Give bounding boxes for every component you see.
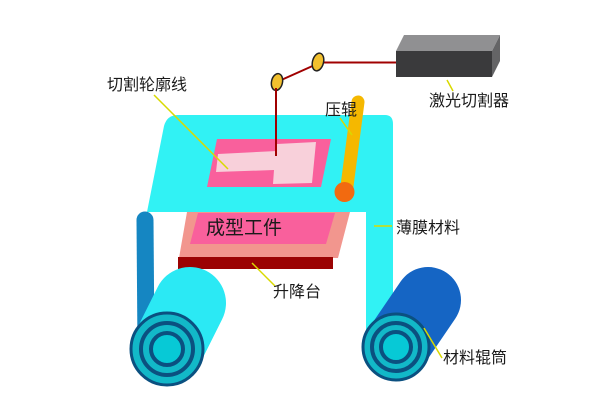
film-sheet (147, 115, 393, 340)
label-pressure-roller: 压辊 (325, 101, 357, 119)
lifting-platform (178, 257, 333, 269)
label-cutting-contour: 切割轮廓线 (107, 76, 187, 94)
leader-lifting-platform (251, 262, 276, 287)
left-roll-ring-inner (149, 331, 185, 367)
label-film-material: 薄膜材料 (396, 219, 460, 237)
workpiece-stack: 成型工件 (178, 212, 350, 269)
leader-material-roller (423, 327, 443, 359)
material-roll-ring-inner (379, 330, 413, 364)
label-material-roller: 材料辊筒 (443, 349, 507, 367)
laser-cutter-top-face (396, 35, 500, 51)
left-roll-ring-outer (139, 321, 195, 377)
leader-pressure-roller (339, 117, 353, 136)
workpiece-top (190, 213, 335, 244)
cut-contour-shape (216, 142, 316, 184)
leader-cutting-contour (153, 94, 229, 170)
label-formed-workpiece: 成型工件 (206, 217, 282, 239)
pressure-roller-bar (340, 95, 365, 193)
laser-cutter-front-face (396, 51, 492, 77)
laser-cutter-side-face (492, 35, 500, 77)
label-lifting-platform: 升降台 (273, 283, 321, 301)
mirror-upper-icon (311, 52, 325, 72)
material-roll (361, 267, 461, 382)
laser-beam-diagonal (278, 63, 318, 82)
left-roll (129, 267, 226, 387)
leader-laser-cutter (446, 79, 454, 92)
pressure-roller-tip (334, 182, 355, 202)
laser-cutter (396, 35, 500, 77)
label-laser-cutter: 激光切割器 (429, 92, 509, 110)
material-roll-ring-outer (370, 321, 422, 373)
